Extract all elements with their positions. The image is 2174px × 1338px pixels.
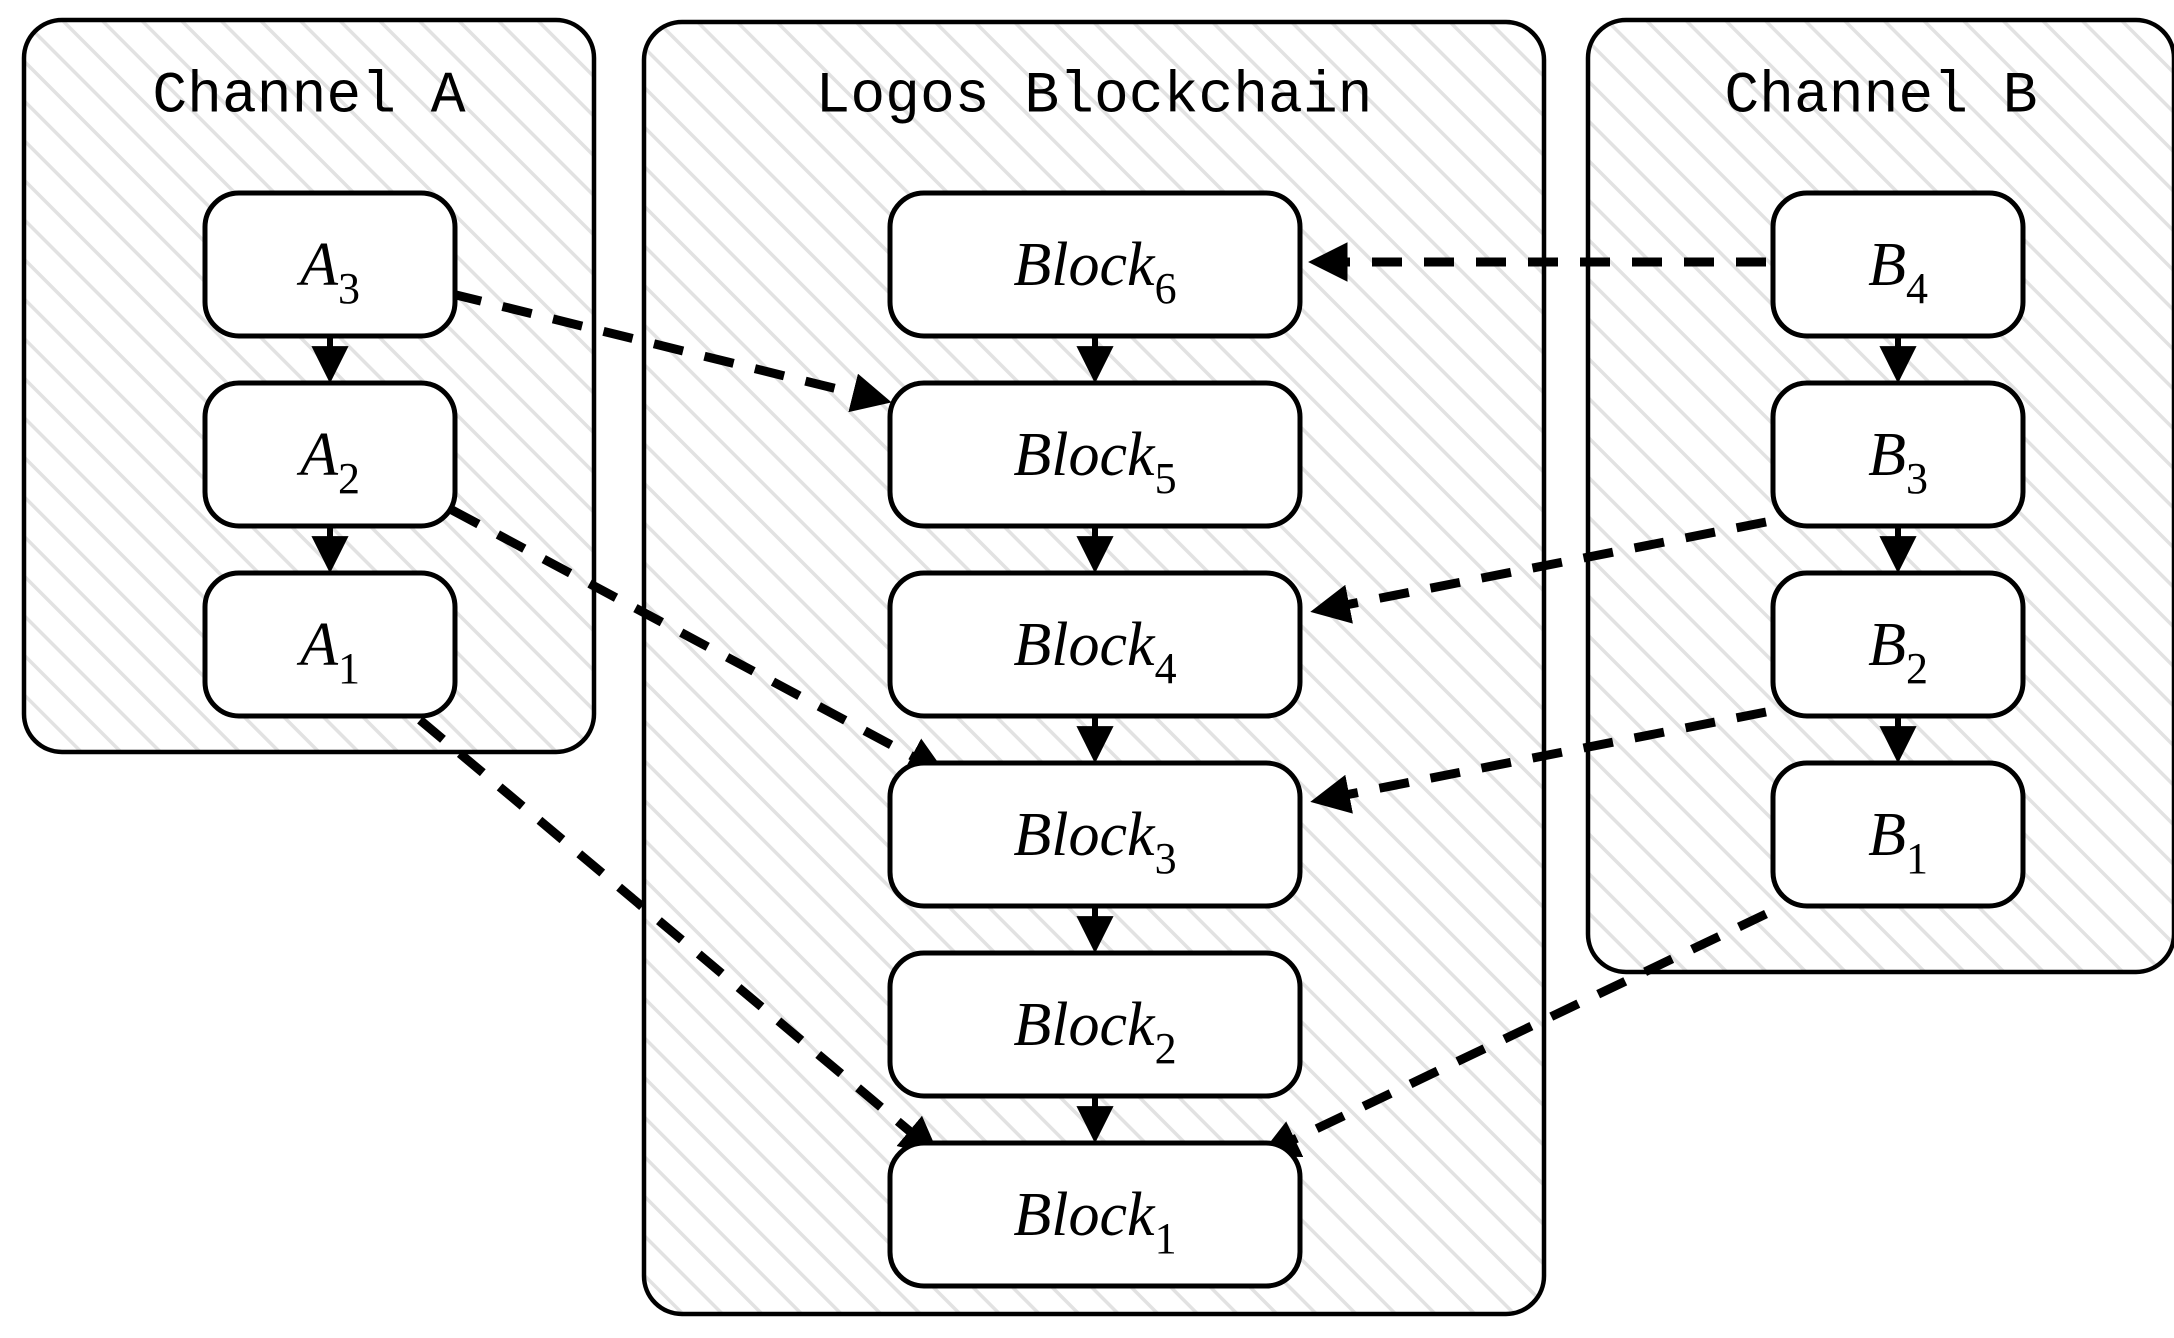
- edge-a3-block5: [450, 289, 892, 413]
- edges-solid: [311, 336, 1917, 1144]
- node-box-block2[interactable]: [887, 950, 1303, 1099]
- node-label-block2: Block2: [1013, 991, 1176, 1073]
- node-label-b3: B3: [1868, 421, 1928, 503]
- node-block6[interactable]: Block6: [887, 190, 1303, 339]
- node-label-block3-base: Block: [1013, 801, 1156, 869]
- node-label-a1-sub: 1: [338, 644, 360, 693]
- node-label-block2-sub: 2: [1155, 1024, 1177, 1073]
- node-label-block4: Block4: [1013, 611, 1176, 693]
- edge-a1-block1: [417, 716, 940, 1157]
- node-label-block6-sub: 6: [1155, 264, 1177, 313]
- edge-b3-block4: [1310, 517, 1767, 624]
- node-label-b1-base: B: [1868, 801, 1906, 869]
- node-label-block1-base: Block: [1013, 1181, 1156, 1249]
- nodes: A3 A2 A1 Block6: [202, 190, 2026, 1289]
- node-label-a3-base: A: [296, 231, 339, 299]
- group-title-channel-b: Channel B: [1724, 64, 2037, 129]
- node-block5[interactable]: Block5: [887, 380, 1303, 529]
- node-box-block4[interactable]: [887, 570, 1303, 719]
- node-label-a2-base: A: [296, 421, 339, 489]
- node-label-a2-sub: 2: [338, 454, 360, 503]
- edges-dashed: [417, 242, 1768, 1158]
- node-a1[interactable]: A1: [202, 570, 458, 719]
- node-b1[interactable]: B1: [1770, 760, 2026, 909]
- node-label-b3-sub: 3: [1906, 454, 1928, 503]
- node-label-block5-sub: 5: [1155, 454, 1177, 503]
- node-label-block4-sub: 4: [1155, 644, 1177, 693]
- node-b2[interactable]: B2: [1770, 570, 2026, 719]
- node-label-block4-base: Block: [1013, 611, 1156, 679]
- node-label-b2: B2: [1868, 611, 1928, 693]
- node-label-b2-sub: 2: [1906, 644, 1928, 693]
- node-label-b4-sub: 4: [1906, 264, 1928, 313]
- node-label-block5-base: Block: [1013, 421, 1156, 489]
- node-box-block3[interactable]: [887, 760, 1303, 909]
- edge-b2-block3: [1310, 707, 1767, 814]
- node-b3[interactable]: B3: [1770, 380, 2026, 529]
- node-box-block1[interactable]: [887, 1140, 1303, 1289]
- node-label-b1: B1: [1868, 801, 1928, 883]
- node-label-a3: A3: [296, 231, 360, 313]
- node-box-a1[interactable]: [202, 570, 458, 719]
- node-b4[interactable]: B4: [1770, 190, 2026, 339]
- node-label-b4: B4: [1868, 231, 1928, 313]
- node-label-a2: A2: [296, 421, 360, 503]
- node-label-block5: Block5: [1013, 421, 1176, 503]
- group-title-channel-a: Channel A: [152, 64, 465, 129]
- node-box-b4[interactable]: [1770, 190, 2026, 339]
- node-label-b2-base: B: [1868, 611, 1906, 679]
- node-label-a3-sub: 3: [338, 264, 360, 313]
- edge-a2-block3: [449, 506, 947, 775]
- node-label-b3-base: B: [1868, 421, 1906, 489]
- node-block3[interactable]: Block3: [887, 760, 1303, 909]
- group-title-logos-blockchain: Logos Blockchain: [816, 64, 1373, 129]
- node-label-block1-sub: 1: [1155, 1214, 1177, 1263]
- node-label-block3-sub: 3: [1155, 834, 1177, 883]
- node-label-block2-base: Block: [1013, 991, 1156, 1059]
- edge-b1-block1: [1259, 909, 1768, 1158]
- node-block1[interactable]: Block1: [887, 1140, 1303, 1289]
- node-box-block6[interactable]: [887, 190, 1303, 339]
- node-a2[interactable]: A2: [202, 380, 458, 529]
- node-label-a1-base: A: [296, 611, 339, 679]
- node-label-block3: Block3: [1013, 801, 1176, 883]
- node-label-a1: A1: [296, 611, 360, 693]
- node-box-b2[interactable]: [1770, 570, 2026, 719]
- node-label-block1: Block1: [1013, 1181, 1176, 1263]
- node-box-b1[interactable]: [1770, 760, 2026, 909]
- node-a3[interactable]: A3: [202, 190, 458, 339]
- node-label-block6-base: Block: [1013, 231, 1156, 299]
- node-label-b1-sub: 1: [1906, 834, 1928, 883]
- node-box-a2[interactable]: [202, 380, 458, 529]
- node-label-b4-base: B: [1868, 231, 1906, 299]
- node-label-block6: Block6: [1013, 231, 1176, 313]
- node-block4[interactable]: Block4: [887, 570, 1303, 719]
- node-box-block5[interactable]: [887, 380, 1303, 529]
- node-box-a3[interactable]: [202, 190, 458, 339]
- node-block2[interactable]: Block2: [887, 950, 1303, 1099]
- node-box-b3[interactable]: [1770, 380, 2026, 529]
